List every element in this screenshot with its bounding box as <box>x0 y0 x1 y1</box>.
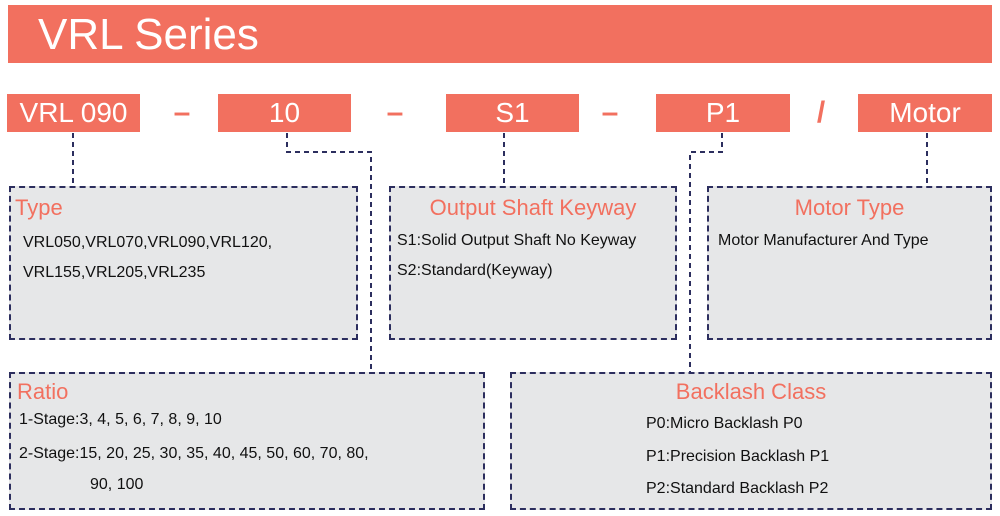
title-banner: VRL Series <box>8 5 992 63</box>
shaft-line-2: S2:Standard(Keyway) <box>397 262 553 279</box>
backlash-panel-title: Backlash Class <box>675 379 827 404</box>
code-type-box: VRL 090 <box>7 94 140 132</box>
shaft-panel-title: Output Shaft Keyway <box>429 195 637 220</box>
motor-panel-title: Motor Type <box>794 195 905 220</box>
type-panel-title: Type <box>15 195 63 220</box>
backlash-line-2: P1:Precision Backlash P1 <box>646 448 830 465</box>
motor-panel: Motor Type Motor Manufacturer And Type <box>707 186 992 340</box>
type-line-2: VRL155,VRL205,VRL235 <box>23 264 206 281</box>
backlash-line-1: P0:Micro Backlash P0 <box>646 415 803 432</box>
shaft-panel: Output Shaft Keyway S1:Solid Output Shaf… <box>389 186 677 340</box>
backlash-line-3: P2:Standard Backlash P2 <box>646 480 829 497</box>
code-backlash-box: P1 <box>656 94 790 132</box>
ratio-panel-title: Ratio <box>17 379 69 404</box>
code-motor-box: Motor <box>858 94 992 132</box>
backlash-panel: Backlash Class P0:Micro Backlash P0 P1:P… <box>510 372 992 510</box>
type-panel: Type VRL050,VRL070,VRL090,VRL120, VRL155… <box>9 186 358 340</box>
motor-line-1: Motor Manufacturer And Type <box>718 232 929 249</box>
page-title: VRL Series <box>38 10 259 59</box>
separator-slash: / <box>816 96 826 129</box>
ratio-line-1: 1-Stage:3, 4, 5, 6, 7, 8, 9, 10 <box>19 411 222 428</box>
ratio-line-3: 90, 100 <box>90 476 144 493</box>
code-ratio-box: 10 <box>218 94 351 132</box>
ratio-line-2: 2-Stage:15, 20, 25, 30, 35, 40, 45, 50, … <box>19 445 369 462</box>
shaft-line-1: S1:Solid Output Shaft No Keyway <box>397 232 637 249</box>
separator-dash-2: – <box>386 96 404 129</box>
type-line-1: VRL050,VRL070,VRL090,VRL120, <box>23 234 273 251</box>
separator-dash-1: – <box>173 96 191 129</box>
separator-dash-3: – <box>601 96 619 129</box>
code-shaft-box: S1 <box>446 94 579 132</box>
ratio-panel: Ratio 1-Stage:3, 4, 5, 6, 7, 8, 9, 10 2-… <box>9 372 485 510</box>
